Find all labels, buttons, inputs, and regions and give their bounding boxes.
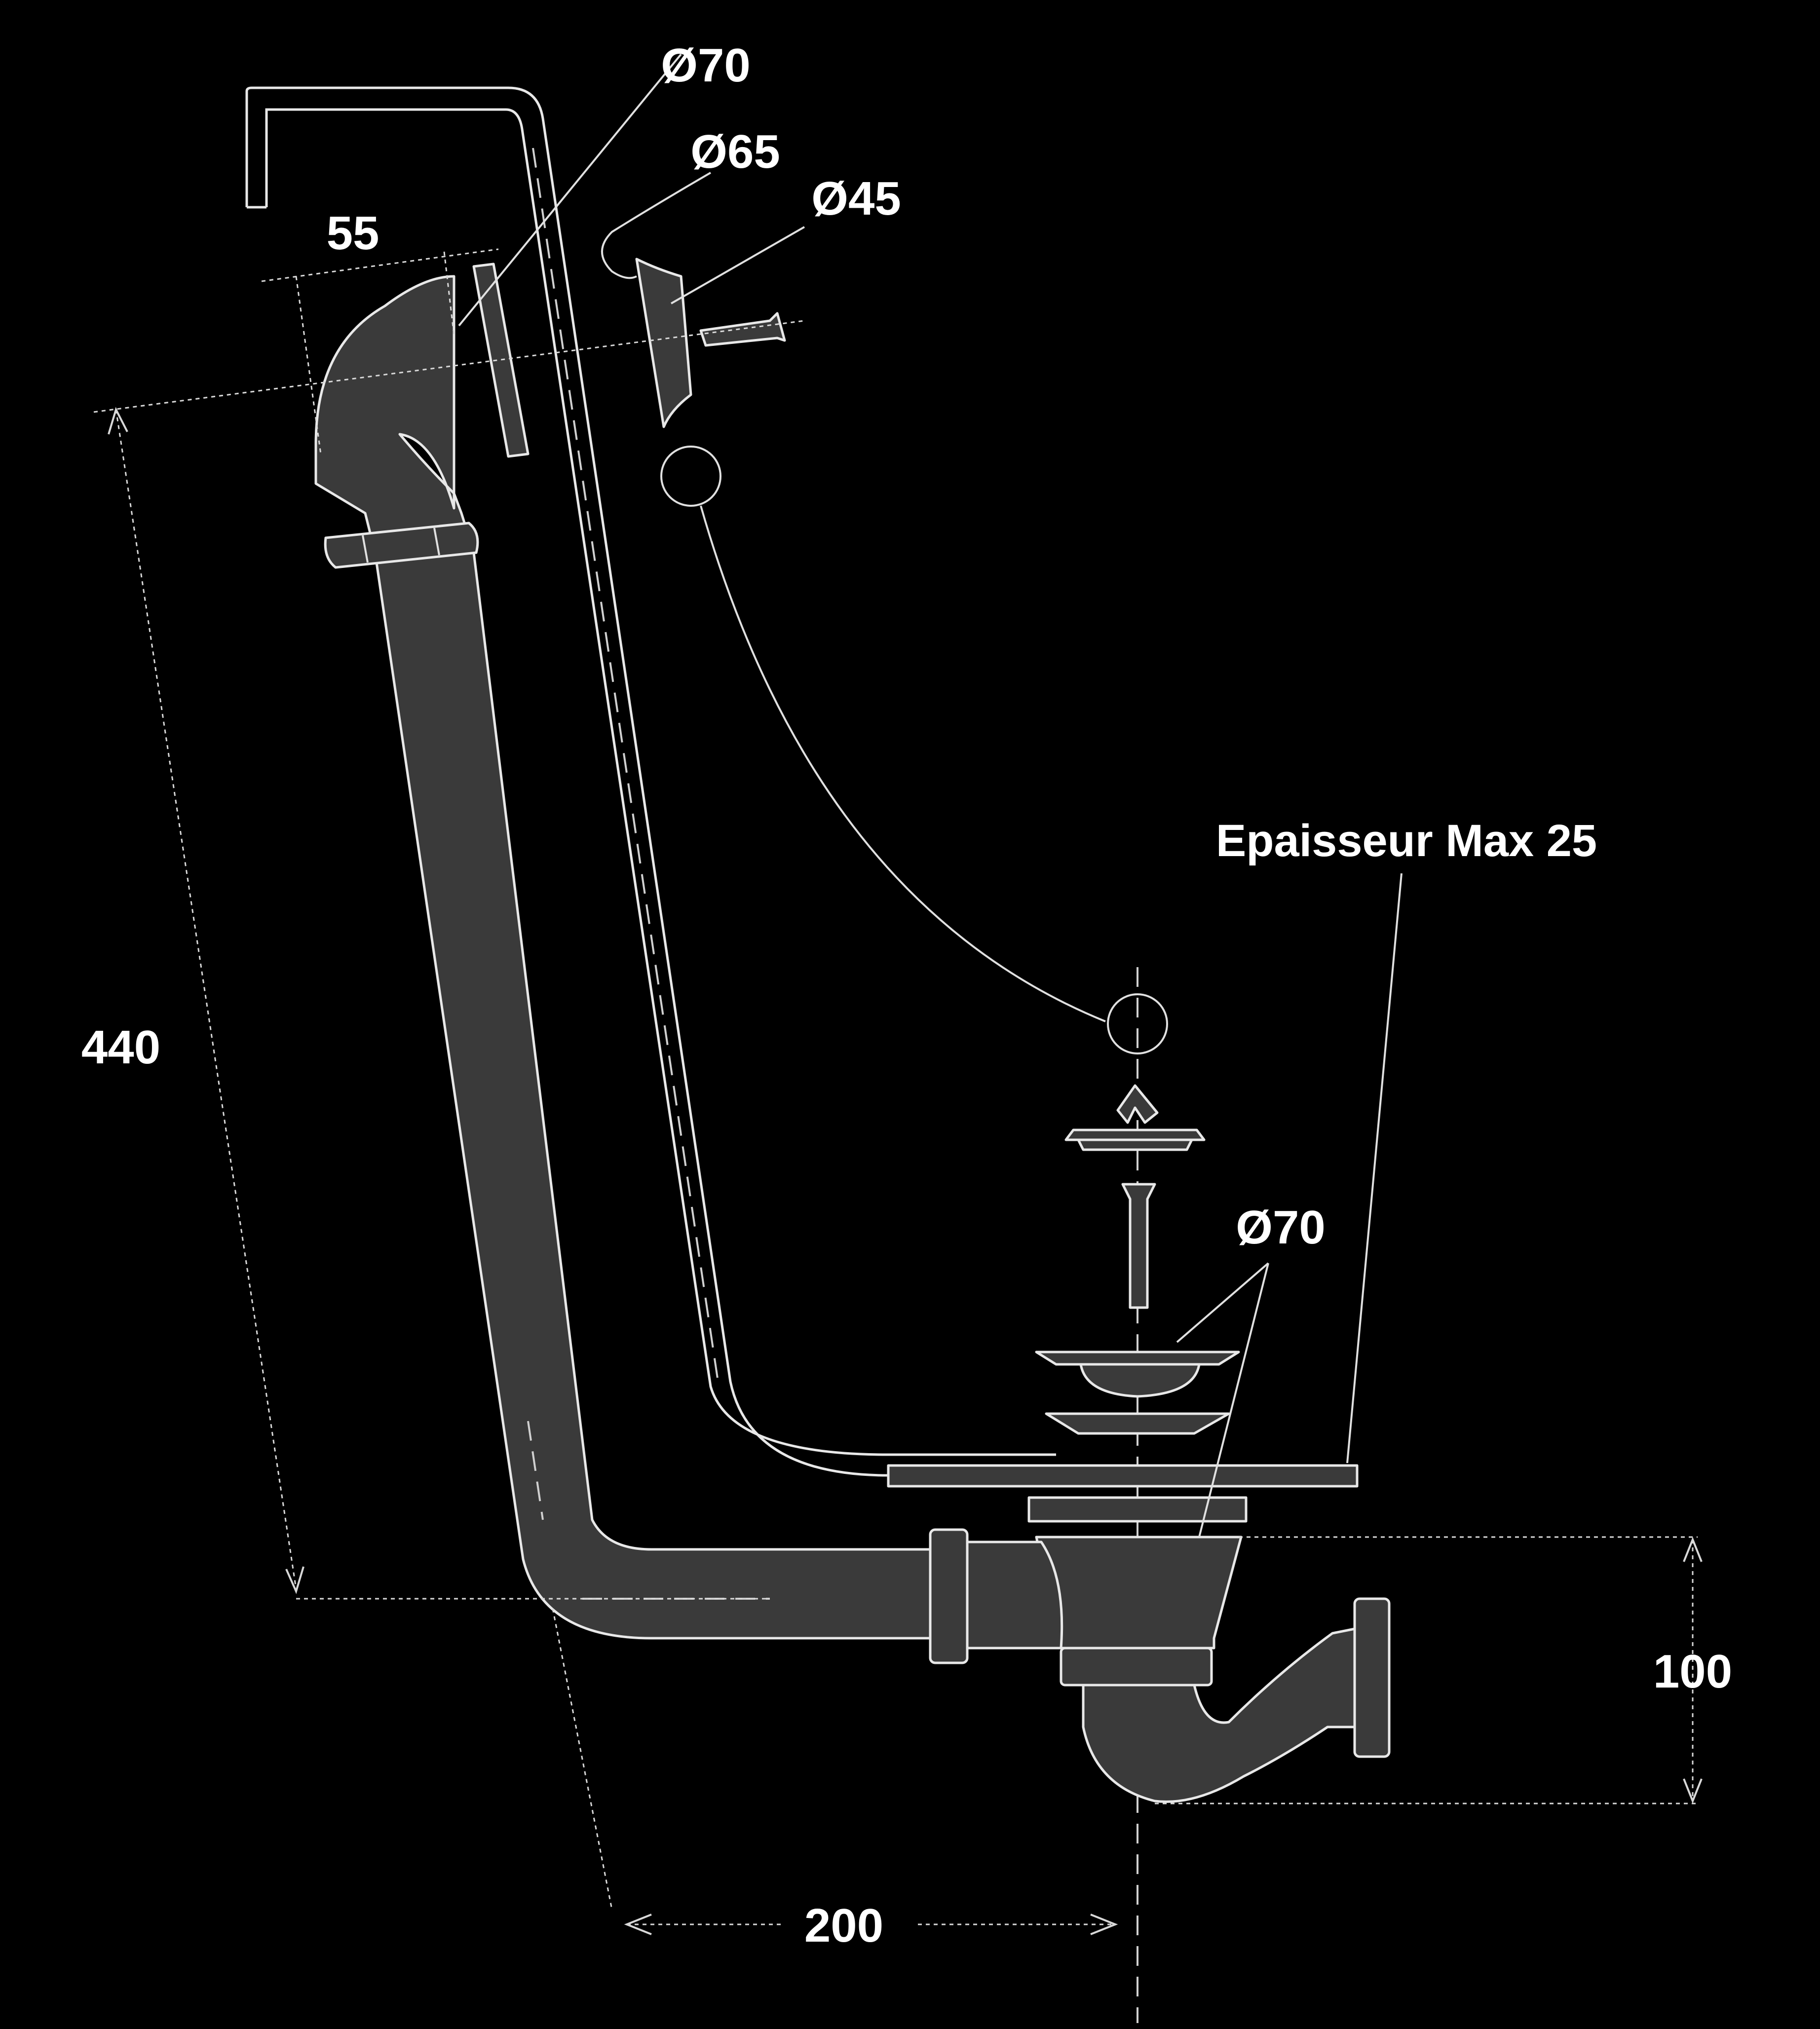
dim-55-line [261, 248, 499, 282]
cable-tube-outer [245, 86, 1056, 1477]
drain-body [1035, 1536, 1243, 1650]
dim-440-arrow-top [108, 407, 128, 435]
chain-ring-top [660, 446, 721, 507]
label-dia45: Ø45 [811, 172, 901, 225]
label-dia70-top: Ø70 [661, 39, 750, 92]
chain-ring-bottom [1107, 993, 1168, 1054]
leader-dia65 [601, 172, 712, 279]
cone-washer [1045, 1412, 1230, 1435]
trap-outlet-nut [1353, 1597, 1391, 1758]
plug [1064, 1128, 1206, 1151]
side-nut [929, 1528, 969, 1664]
dim-100-arrow-top [1683, 1537, 1703, 1562]
top-elbow-nut [324, 522, 479, 569]
tub-bottom [887, 1464, 1359, 1488]
cable-tube-inner [265, 108, 1056, 1456]
leader-dia70-drain-a [1176, 1262, 1269, 1343]
label-thickness: Epaisseur Max 25 [1216, 816, 1597, 866]
leader-dia70-drain-b [1198, 1263, 1269, 1538]
chain [700, 505, 1106, 1022]
s-trap [1082, 1627, 1359, 1803]
overflow-screw [699, 312, 786, 347]
label-dim-55: 55 [327, 207, 379, 260]
leader-thickness [1346, 873, 1403, 1464]
overflow-cover [635, 258, 692, 428]
dim-440-line [115, 409, 297, 1589]
overflow-axis [93, 320, 805, 413]
drain-pipe [314, 275, 954, 1640]
dim-100-arrow-bottom [1683, 1778, 1703, 1804]
leader-dia45 [671, 226, 805, 304]
label-dia70-drain: Ø70 [1236, 1201, 1325, 1254]
cable-tube-centerline [532, 148, 719, 1382]
leader-dia70-top [458, 53, 682, 327]
label-dia65: Ø65 [690, 125, 780, 178]
label-dim-440: 440 [81, 1021, 160, 1074]
dim-440-arrow-bottom [285, 1566, 304, 1594]
dim-55-ext-right [443, 251, 455, 336]
grate-screw [1121, 1183, 1156, 1309]
dim-200-ext-left [552, 1608, 613, 1910]
dim-200-arrow-left [624, 1914, 652, 1935]
overflow-gasket [472, 263, 530, 458]
trap-nut [1060, 1647, 1213, 1687]
plug-handle [1116, 1084, 1159, 1124]
dim-55-ext-left [295, 276, 322, 454]
strainer-body [1079, 1363, 1201, 1398]
side-coupling [966, 1541, 1063, 1650]
top-elbow-nut-line [362, 527, 440, 563]
label-dim-200: 200 [804, 1899, 883, 1952]
dim-200-arrow-right [1090, 1914, 1118, 1935]
lower-washer [1027, 1496, 1248, 1523]
strainer-flange [1035, 1351, 1240, 1366]
label-dim-100: 100 [1653, 1645, 1732, 1698]
